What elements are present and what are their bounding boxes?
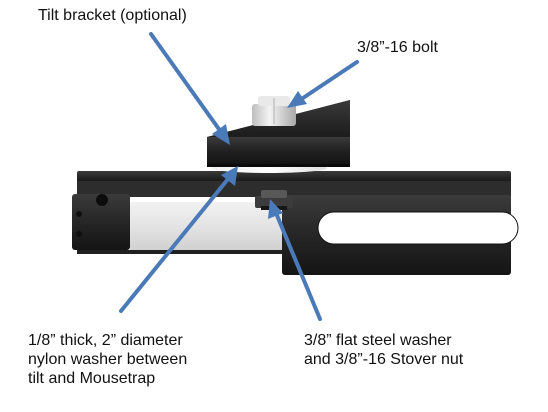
label-nylon-washer: 1/8” thick, 2” diameter nylon washer bet… bbox=[28, 331, 187, 388]
arrow-steel-washer bbox=[268, 199, 322, 321]
label-tilt-bracket: Tilt bracket (optional) bbox=[38, 6, 187, 25]
label-line: Tilt bracket (optional) bbox=[38, 7, 187, 24]
label-line: 1/8” thick, 2” diameter bbox=[28, 332, 183, 349]
label-line: 3/8” flat steel washer bbox=[304, 332, 452, 349]
arrow-tilt-bracket bbox=[149, 32, 230, 145]
label-steel-washer: 3/8” flat steel washer and 3/8”-16 Stove… bbox=[304, 331, 463, 369]
label-line: and 3/8”-16 Stover nut bbox=[304, 351, 464, 368]
slider-insert bbox=[130, 202, 282, 252]
bolt-head bbox=[252, 96, 296, 126]
label-line: tilt and Mousetrap bbox=[28, 370, 156, 387]
label-line: nylon washer between bbox=[28, 351, 188, 368]
label-line: 3/8”-16 bolt bbox=[357, 39, 438, 56]
label-bolt: 3/8”-16 bolt bbox=[357, 38, 438, 57]
left-end-block bbox=[72, 194, 130, 250]
callout-arrows bbox=[119, 32, 359, 321]
rail-slot bbox=[318, 212, 518, 244]
mousetrap-plate bbox=[72, 171, 519, 275]
arrow-nylon-washer bbox=[119, 166, 238, 313]
arrow-bolt bbox=[287, 60, 359, 108]
